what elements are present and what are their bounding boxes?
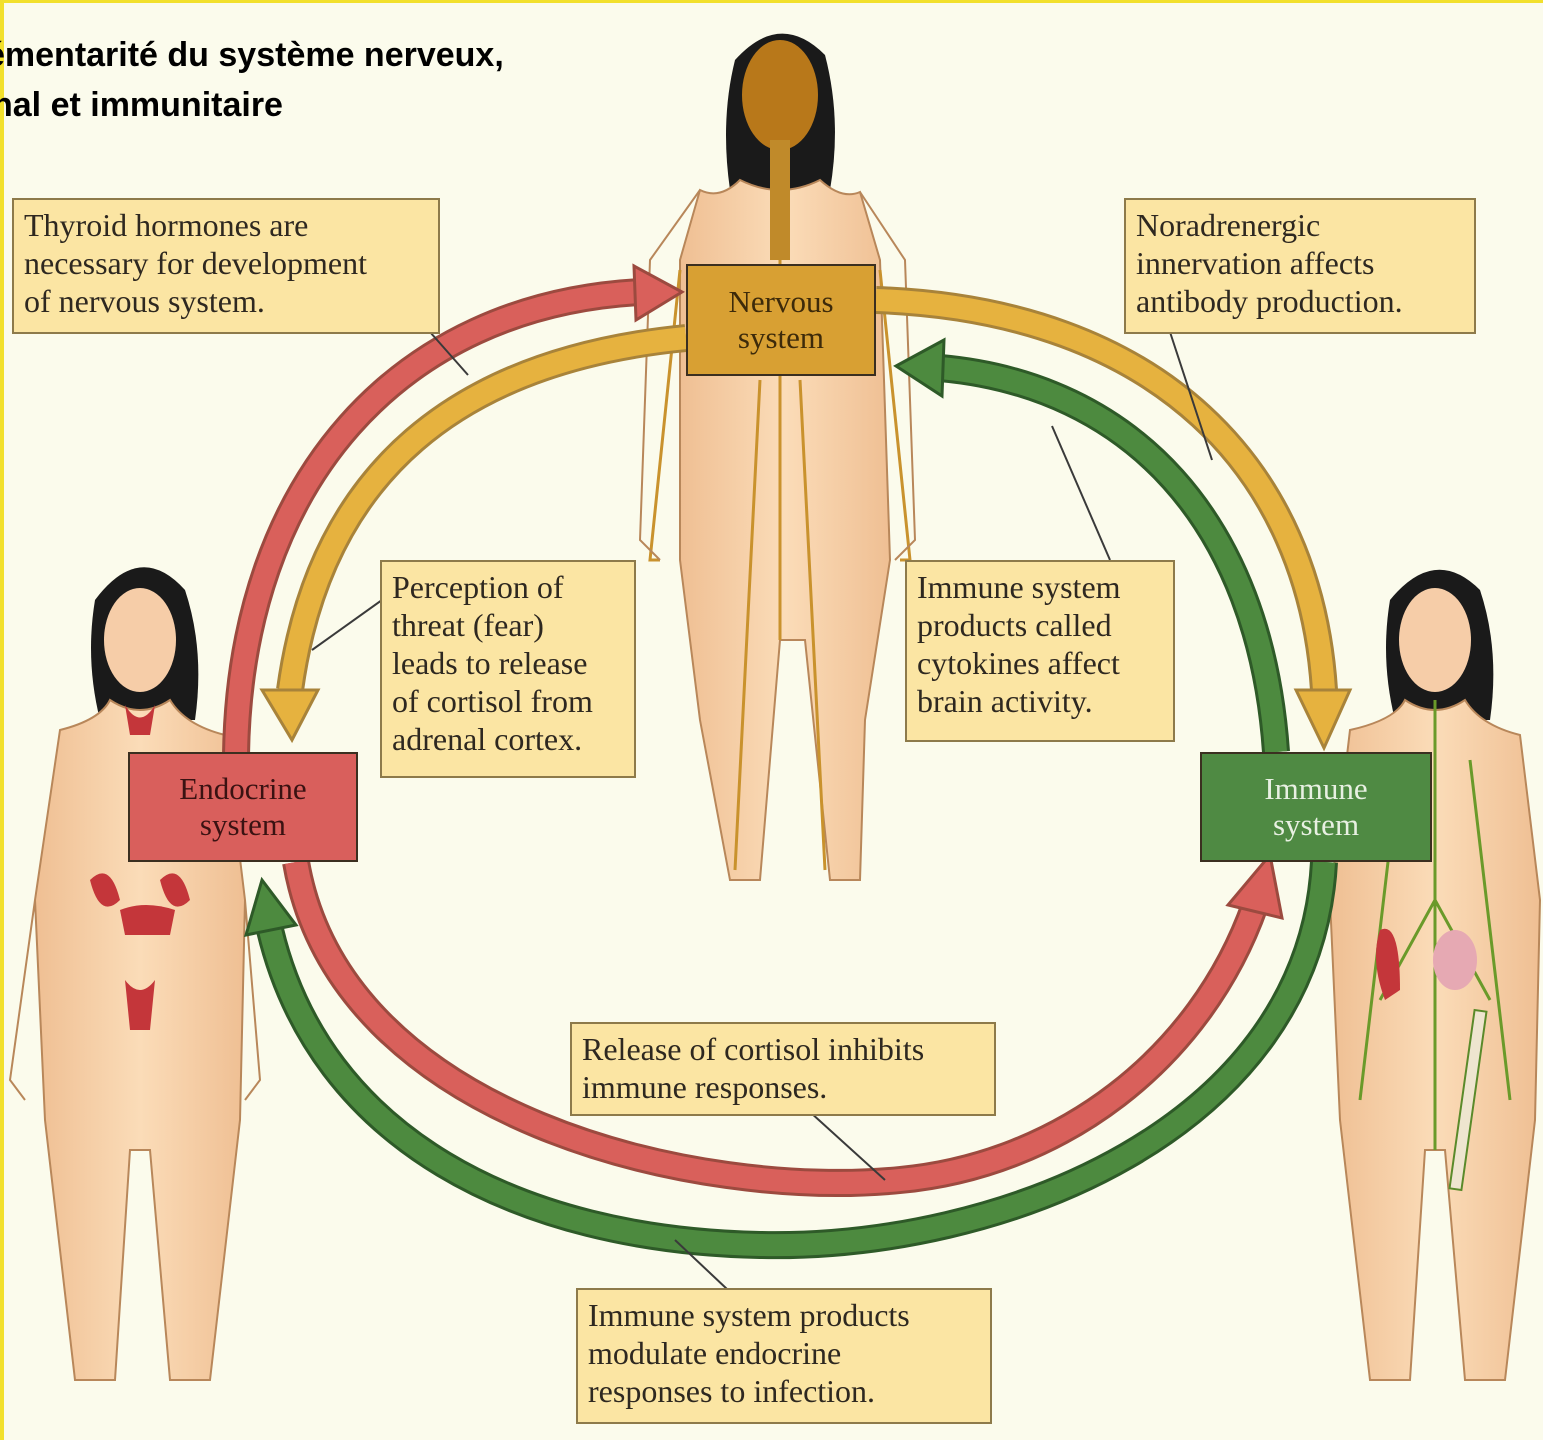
- endocrine-system-label: Endocrine system: [128, 752, 358, 862]
- modulate-annotation: Immune system products modulate endocrin…: [576, 1288, 992, 1424]
- noradrenergic-annotation: Noradrenergic innervation affects antibo…: [1124, 198, 1476, 334]
- title-line-2: nal et immunitaire: [0, 80, 740, 130]
- title-line-1: émentarité du système nerveux,: [0, 30, 740, 80]
- slide-title: émentarité du système nerveux, nal et im…: [0, 30, 740, 130]
- thyroid-annotation: Thyroid hormones are necessary for devel…: [12, 198, 440, 334]
- perception-annotation: Perception of threat (fear) leads to rel…: [380, 560, 636, 778]
- nervous-system-figure: [640, 34, 915, 880]
- endocrine-to-immune-arrow: [296, 855, 1282, 1183]
- immune-system-figure: [1330, 570, 1540, 1380]
- cortisol-annotation: Release of cortisol inhibits immune resp…: [570, 1022, 996, 1116]
- cytokines-annotation: Immune system products called cytokines …: [905, 560, 1175, 742]
- endocrine-system-figure: [10, 567, 260, 1380]
- immune-system-label: Immune system: [1200, 752, 1432, 862]
- nervous-system-label: Nervous system: [686, 264, 876, 376]
